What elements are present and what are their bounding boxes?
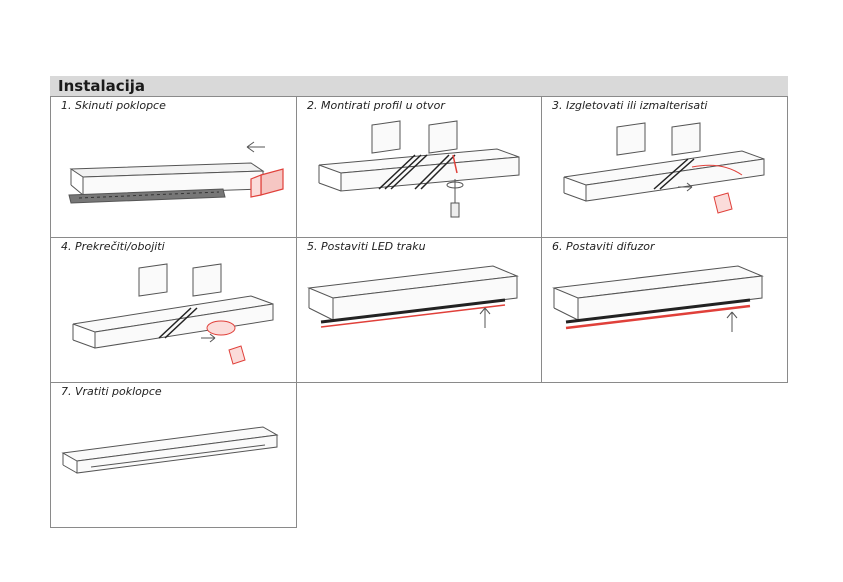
step-3-label: 3. Izgletovati ili izmalterisati (552, 99, 708, 112)
step-2-illustration (318, 120, 520, 218)
step-1-cell: 1. Skinuti poklopce (50, 96, 297, 238)
section-header: Instalacija (50, 76, 788, 97)
step-2-cell: 2. Montirati profil u otvor (296, 96, 542, 238)
installation-panel: Instalacija 1. Skinuti poklopce 2. Monti… (50, 76, 788, 528)
step-4-label: 4. Prekrečiti/obojiti (61, 240, 165, 253)
step-6-label: 6. Postaviti difuzor (552, 240, 655, 253)
step-4-cell: 4. Prekrečiti/obojiti (50, 237, 297, 383)
step-5-label: 5. Postaviti LED traku (307, 240, 426, 253)
step-2-label: 2. Montirati profil u otvor (307, 99, 445, 112)
step-4-illustration (72, 263, 274, 365)
step-6-illustration (552, 265, 764, 332)
step-3-illustration (563, 122, 765, 214)
section-title: Instalacija (58, 77, 146, 95)
step-7-label: 7. Vratiti poklopce (61, 385, 162, 398)
step-7-cell: 7. Vratiti poklopce (50, 382, 297, 528)
step-5-illustration (307, 265, 519, 328)
step-7-illustration (61, 426, 279, 474)
step-1-illustration (68, 141, 284, 204)
step-5-cell: 5. Postaviti LED traku (296, 237, 542, 383)
step-6-cell: 6. Postaviti difuzor (541, 237, 788, 383)
step-3-cell: 3. Izgletovati ili izmalterisati (541, 96, 788, 238)
step-1-label: 1. Skinuti poklopce (61, 99, 166, 112)
